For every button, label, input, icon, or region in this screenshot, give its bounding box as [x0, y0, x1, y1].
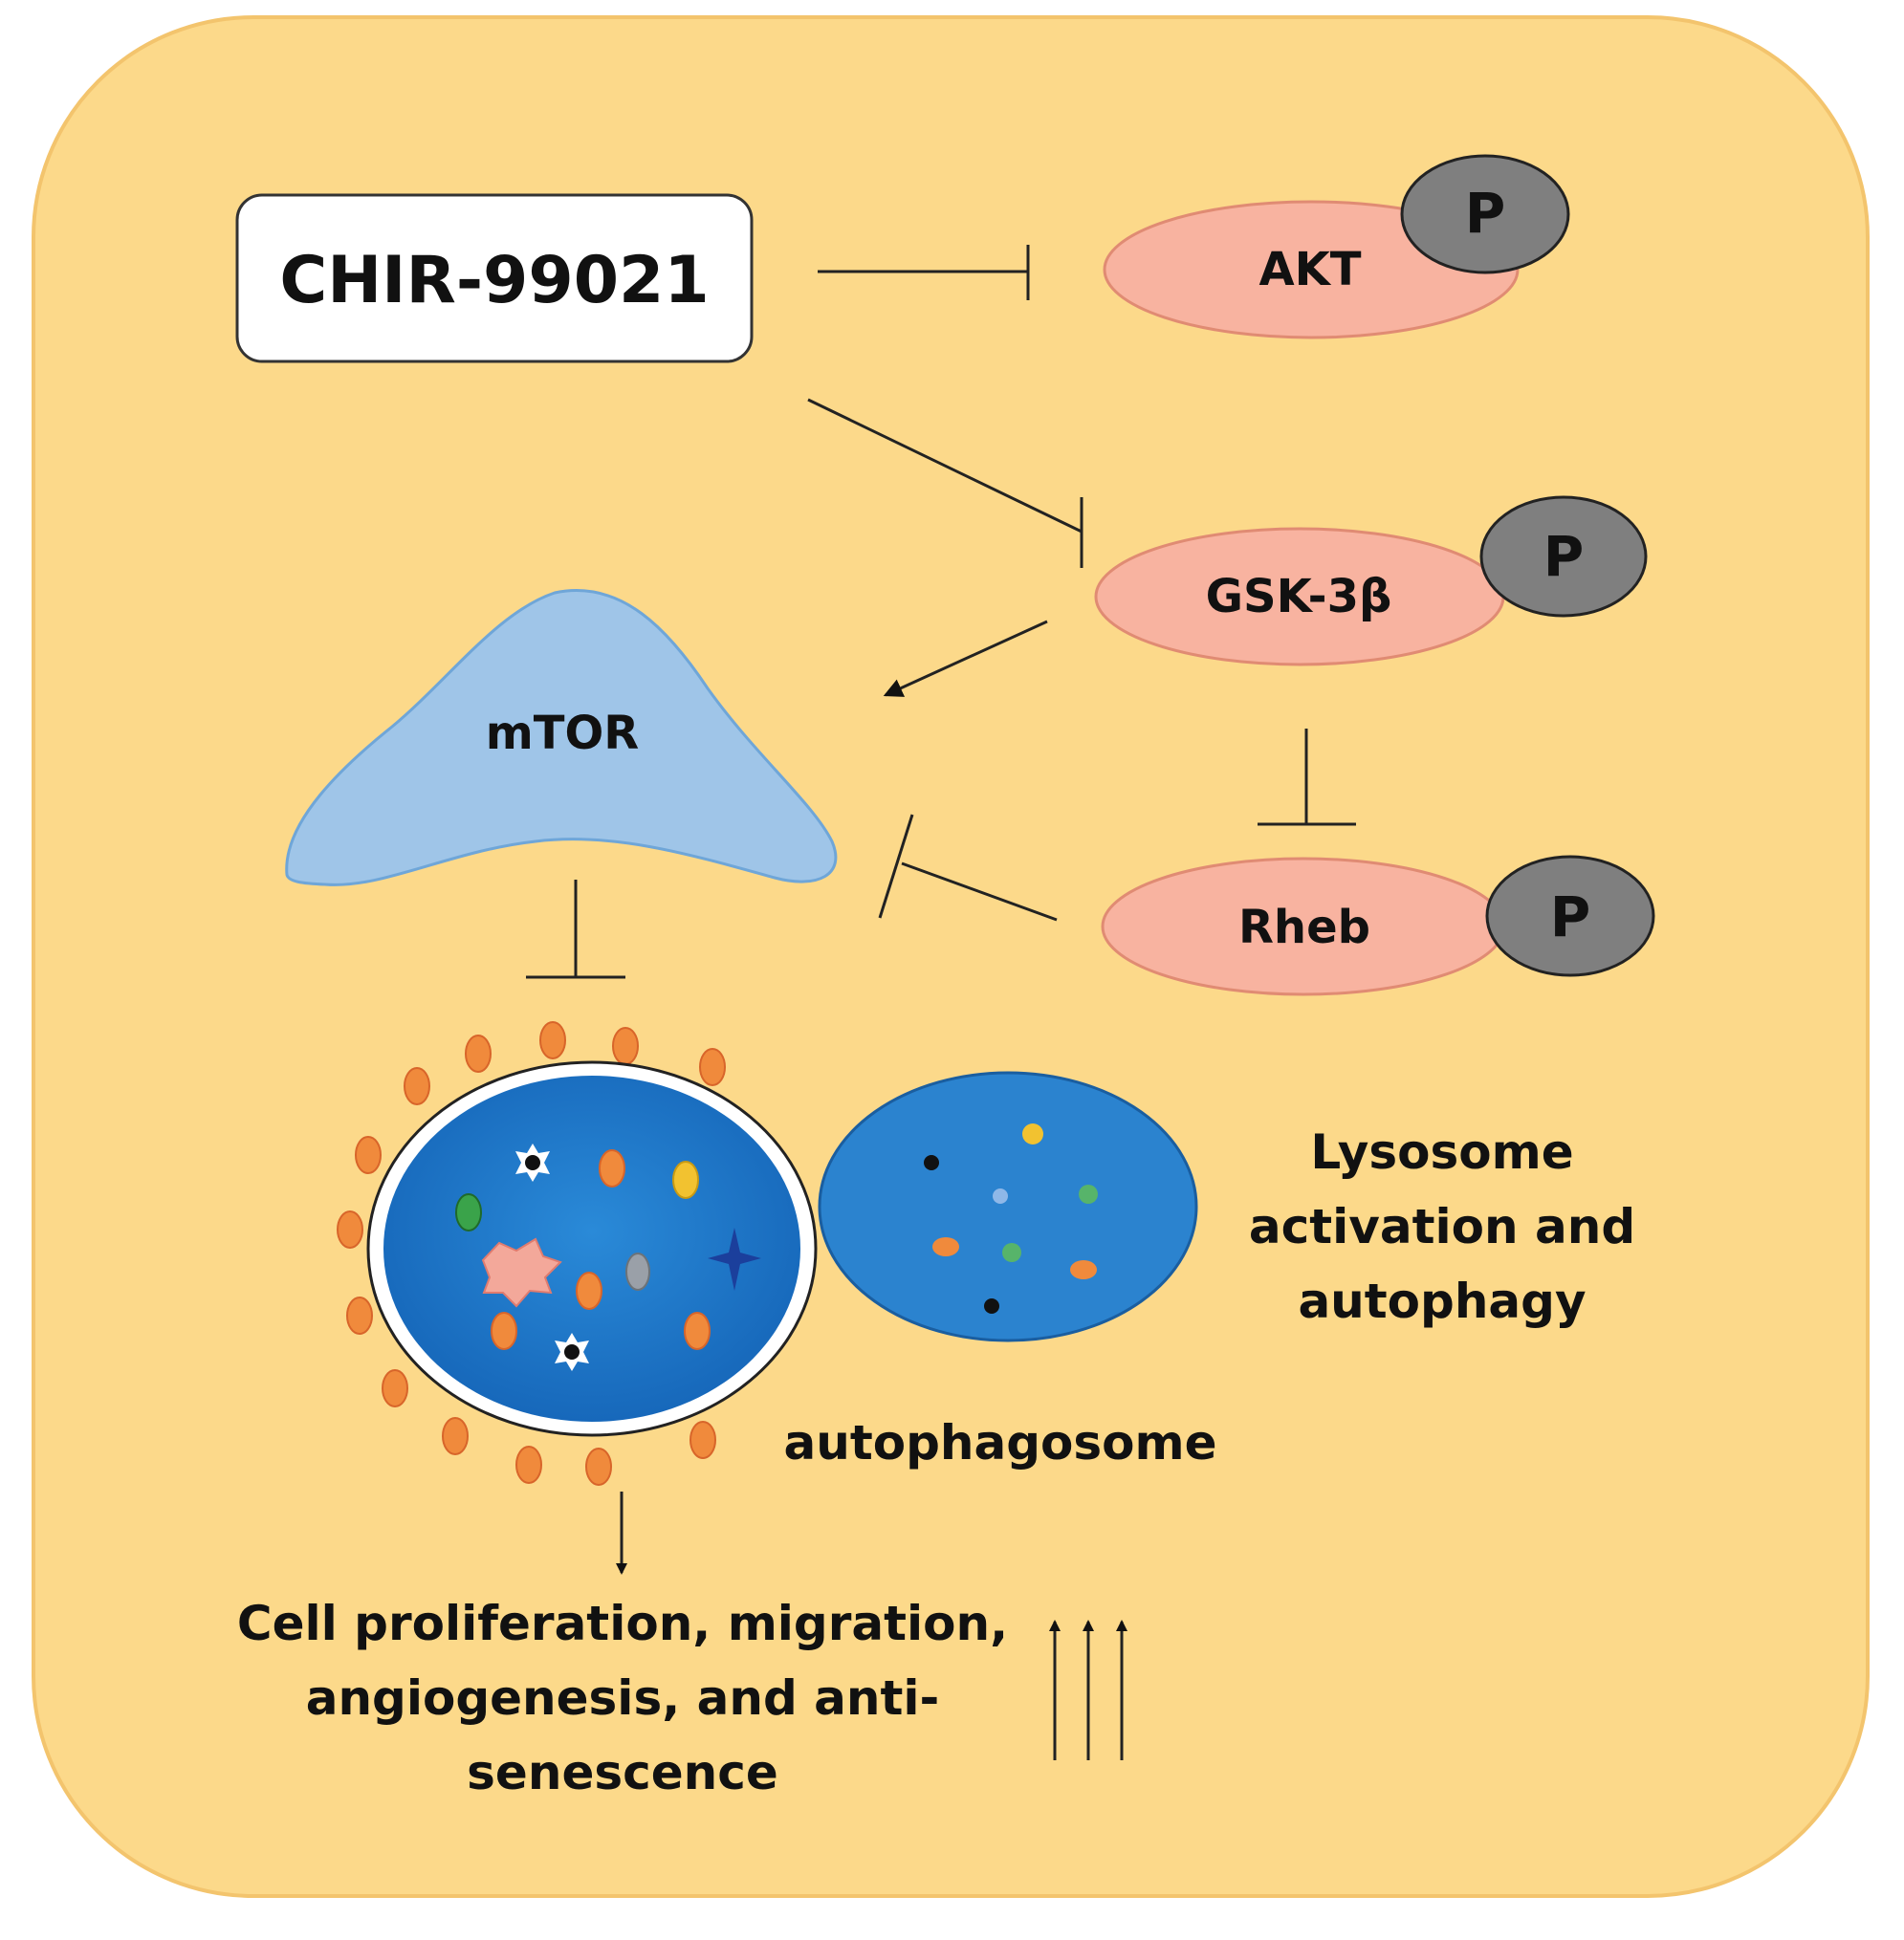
gsk-protein: GSK-3β P: [1094, 495, 1648, 666]
gsk-phospho-label: P: [1543, 524, 1585, 589]
inhibit-chir-gsk: [807, 398, 1083, 568]
lysosome-contents: [455, 1144, 761, 1371]
akt-label: AKT: [1258, 243, 1361, 296]
akt-phospho-label: P: [1465, 181, 1506, 246]
akt-protein: AKT P: [1103, 154, 1570, 339]
lysosome-surface-dots: [337, 1021, 726, 1486]
lysosome-line-3: autophagy: [1298, 1274, 1586, 1329]
autophagosome-label: autophagosome: [784, 1415, 1217, 1471]
rheb-protein: Rheb P: [1101, 855, 1655, 996]
mtor-protein: mTOR: [285, 589, 838, 886]
lysosome-vesicle: [337, 1021, 818, 1486]
autophagosome-vesicle: [818, 1071, 1198, 1342]
drug-box: CHIR-99021: [235, 193, 754, 363]
drug-label: CHIR-99021: [279, 243, 709, 318]
outcome-line-1: Cell proliferation, migration,: [237, 1596, 1008, 1651]
rheb-phospho-circle: [1485, 855, 1655, 977]
outcome-line-3: senescence: [467, 1745, 778, 1800]
increase-arrows: [1049, 1620, 1127, 1760]
gsk-phospho-circle: [1479, 495, 1648, 618]
inhibit-chir-akt: [818, 245, 1030, 300]
cell-background: [32, 15, 1870, 1898]
outcome-text: Cell proliferation, migration, angiogene…: [237, 1596, 1008, 1800]
lysosome-activation-label: Lysosome activation and autophagy: [1249, 1124, 1635, 1329]
rheb-phospho-label: P: [1550, 884, 1591, 949]
outcome-line-2: angiogenesis, and anti-: [306, 1670, 940, 1726]
rheb-label: Rheb: [1238, 901, 1370, 954]
lysosome-line-2: activation and: [1249, 1199, 1635, 1254]
gsk-label: GSK-3β: [1206, 570, 1392, 623]
inhibit-gsk-rheb: [1258, 729, 1356, 826]
akt-phospho-circle: [1400, 154, 1570, 274]
autophagosome-contents: [924, 1123, 1098, 1314]
lysosome-line-1: Lysosome: [1310, 1124, 1573, 1180]
inhibit-rheb-mtor: [878, 814, 1058, 922]
inhibit-mtor-lysosome: [526, 880, 625, 979]
mtor-label: mTOR: [486, 707, 640, 760]
activate-gsk-mtor: [883, 620, 1048, 697]
